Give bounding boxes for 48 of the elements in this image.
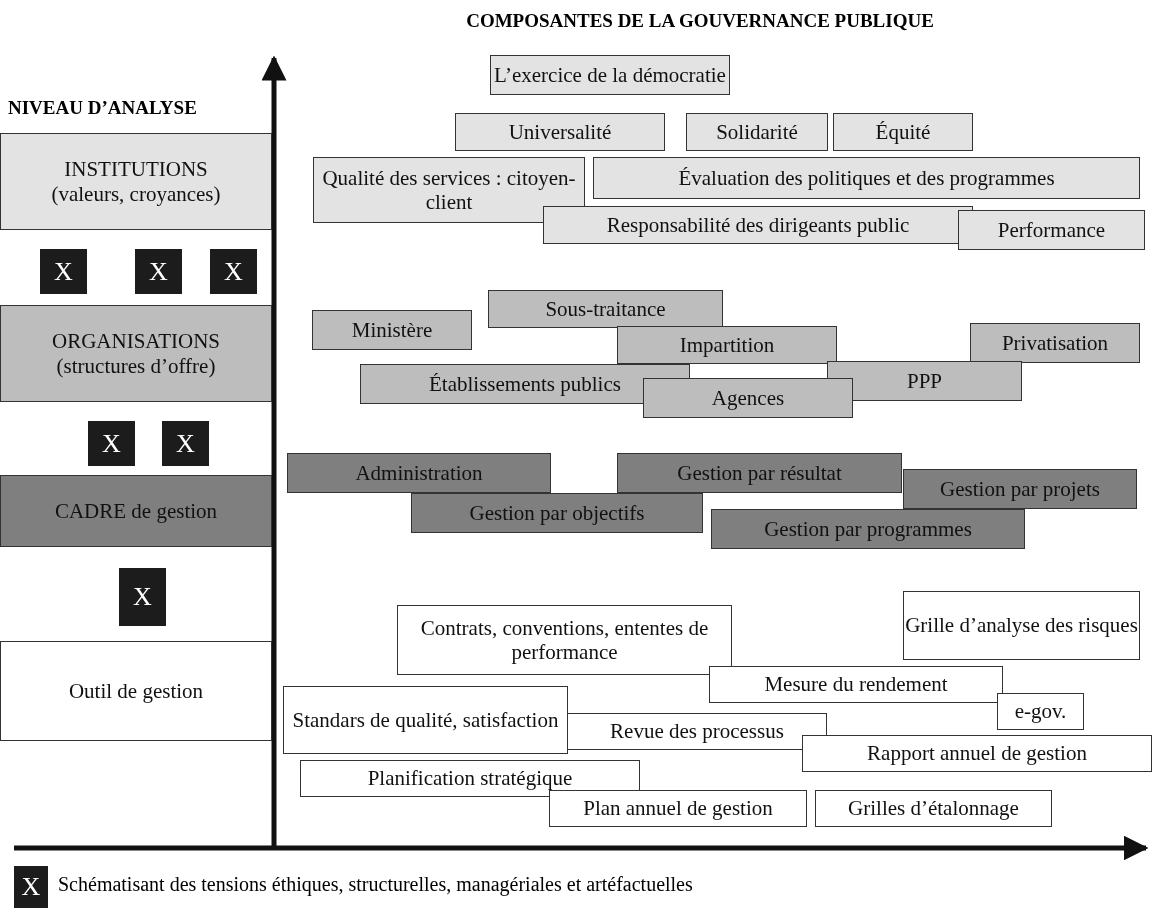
- value-box: Qualité des services : citoyen-client: [313, 157, 585, 223]
- organisation-box: PPP: [827, 361, 1022, 401]
- box-text: INSTITUTIONS: [64, 157, 208, 182]
- axis-label: NIVEAU D’ANALYSE: [8, 97, 197, 119]
- value-box: Équité: [833, 113, 973, 151]
- tension-marker: X: [135, 249, 182, 294]
- tool-box: Grilles d’étalonnage: [815, 790, 1052, 827]
- value-box: Solidarité: [686, 113, 828, 151]
- management-box: Gestion par résultat: [617, 453, 902, 493]
- organisation-box: Agences: [643, 378, 853, 418]
- value-box: L’exercice de la démocratie: [490, 55, 730, 95]
- value-box: Universalité: [455, 113, 665, 151]
- tension-marker: X: [119, 568, 166, 626]
- box-text: ORGANISATIONS: [52, 329, 220, 354]
- tool-box: Outil de gestion: [0, 641, 272, 741]
- tension-marker: X: [162, 421, 209, 466]
- tension-marker: X: [88, 421, 135, 466]
- tool-box: Plan annuel de gestion: [549, 790, 807, 827]
- box-text: (valeurs, croyances): [51, 181, 221, 206]
- legend-text: Schématisant des tensions éthiques, structurelles, managériales et artéfactuelles: [58, 873, 693, 896]
- tool-box: e-gov.: [997, 693, 1084, 730]
- tension-marker: X: [40, 249, 87, 294]
- tool-box: Mesure du rendement: [709, 666, 1003, 703]
- organisation-box: [0, 305, 272, 402]
- management-box: Gestion par programmes: [711, 509, 1025, 549]
- legend-symbol: X: [14, 866, 48, 908]
- organisation-box: Sous-traitance: [488, 290, 723, 328]
- value-box: Évaluation des politiques et des programmes: [593, 157, 1140, 199]
- organisation-box: Privatisation: [970, 323, 1140, 363]
- box-text: (structures d’offre): [56, 353, 216, 378]
- tool-box: Revue des processus: [567, 713, 827, 750]
- management-box: Gestion par objectifs: [411, 493, 703, 533]
- organisation-box: Impartition: [617, 326, 837, 364]
- value-box: Performance: [958, 210, 1145, 250]
- management-box: Administration: [287, 453, 551, 493]
- management-box: CADRE de gestion: [0, 475, 272, 547]
- tool-box: Grille d’analyse des risques: [903, 591, 1140, 660]
- tool-box: Planification stratégique: [300, 760, 640, 797]
- chart-title: COMPOSANTES DE LA GOUVERNANCE PUBLIQUE: [465, 10, 935, 32]
- tension-marker: X: [210, 249, 257, 294]
- tool-box: Standars de qualité, satisfaction: [283, 686, 568, 754]
- management-box: Gestion par projets: [903, 469, 1137, 509]
- value-box: Responsabilité des dirigeants public: [543, 206, 973, 244]
- tool-box: Contrats, conventions, ententes de performance: [397, 605, 732, 675]
- tool-box: Rapport annuel de gestion: [802, 735, 1152, 772]
- value-box: [0, 133, 272, 230]
- organisation-box: Ministère: [312, 310, 472, 350]
- organisation-box: Établissements publics: [360, 364, 690, 404]
